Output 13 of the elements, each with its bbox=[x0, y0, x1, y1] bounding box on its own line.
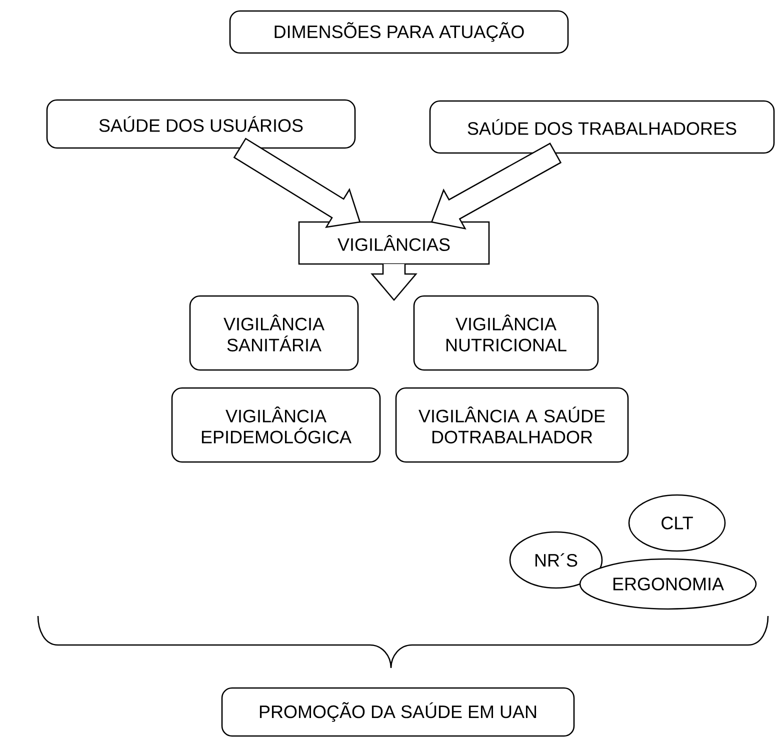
ellipse-node: CLT bbox=[628, 494, 726, 552]
rounded-box: PROMOÇÃO DA SAÚDE EM UAN bbox=[221, 687, 575, 737]
rounded-box: SAÚDE DOS USUÁRIOS bbox=[46, 99, 356, 149]
rounded-box: VIGILÂNCIA EPIDEMOLÓGICA bbox=[171, 387, 381, 463]
ellipse-node: NR´S bbox=[509, 531, 603, 589]
block-arrow bbox=[370, 263, 418, 301]
rounded-box: VIGILÂNCIA SANITÁRIA bbox=[189, 295, 359, 371]
rounded-box: VIGILÂNCIA A SAÚDE DOTRABALHADOR bbox=[395, 387, 629, 463]
label-box: VIGILÂNCIAS bbox=[298, 221, 490, 265]
rounded-box: SAÚDE DOS TRABALHADORES bbox=[429, 100, 775, 154]
rounded-box: DIMENSÕES PARA ATUAÇÃO bbox=[229, 10, 569, 54]
rounded-box: VIGILÂNCIA NUTRICIONAL bbox=[413, 295, 599, 371]
ellipse-node: ERGONOMIA bbox=[579, 558, 757, 610]
